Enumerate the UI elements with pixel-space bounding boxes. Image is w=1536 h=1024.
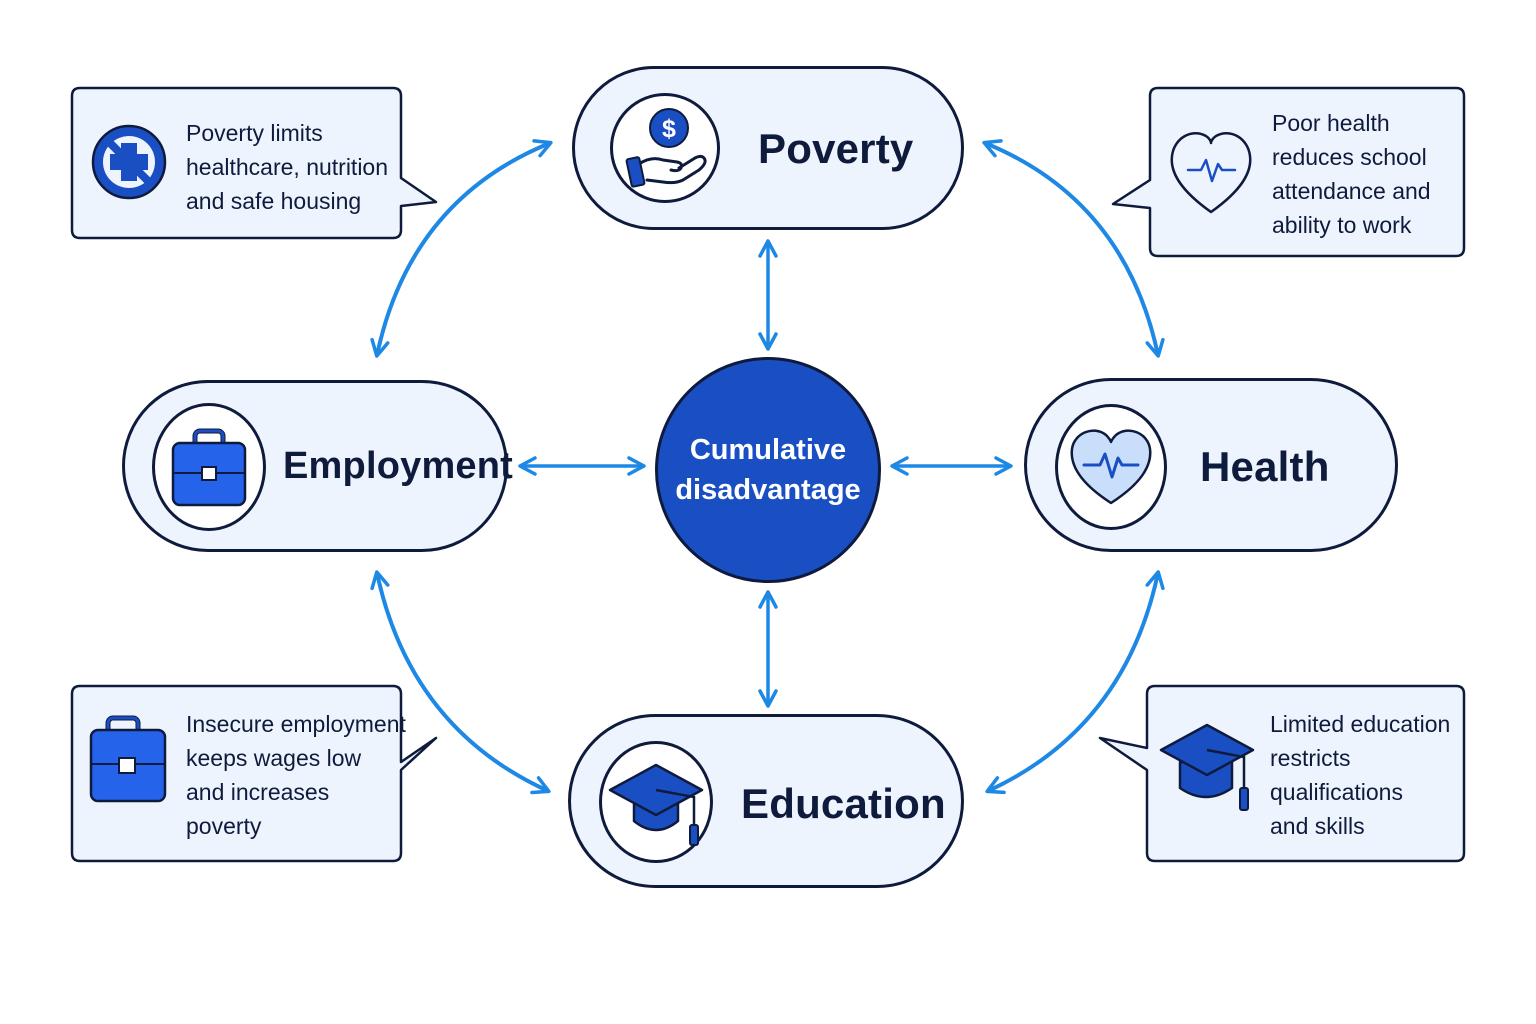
node-health: Health bbox=[1024, 378, 1398, 552]
callout-top-right-text: Poor health reduces school attendance an… bbox=[1272, 106, 1431, 242]
center-node: Cumulative disadvantage bbox=[655, 357, 881, 583]
graduation-cap-icon bbox=[1159, 723, 1255, 811]
node-label-education: Education bbox=[741, 780, 946, 827]
callout-bottom-left-text: Insecure employment keeps wages low and … bbox=[186, 707, 406, 843]
node-label-poverty: Poverty bbox=[758, 125, 914, 172]
callout-top-left-box bbox=[70, 86, 438, 240]
arrow-poverty-health bbox=[982, 139, 1165, 358]
node-label-health: Health bbox=[1200, 443, 1330, 490]
callout-line: healthcare, nutrition bbox=[186, 154, 389, 180]
callout-line: restricts bbox=[1270, 745, 1351, 771]
callout-line: Insecure employment bbox=[186, 711, 406, 737]
center-label-line2: disadvantage bbox=[675, 474, 861, 506]
callout-top-left-text: Poverty limits healthcare, nutrition and… bbox=[186, 116, 388, 218]
callout-line: poverty bbox=[186, 813, 262, 839]
node-education: Education bbox=[568, 714, 964, 888]
callout-line: Poor health bbox=[1272, 110, 1390, 136]
heart-pulse-icon bbox=[1170, 131, 1252, 214]
no-medical-cross-icon bbox=[91, 124, 167, 200]
node-poverty: $ Poverty bbox=[572, 66, 964, 230]
callout-line: attendance and bbox=[1272, 178, 1431, 204]
callout-bottom-right-text: Limited education restricts qualificatio… bbox=[1270, 707, 1450, 843]
callout-bottom-left-box bbox=[70, 684, 438, 863]
callout-bottom-right-box bbox=[1098, 684, 1466, 863]
briefcase-icon bbox=[89, 715, 167, 803]
node-employment: Employment bbox=[122, 380, 513, 552]
center-label-line1: Cumulative bbox=[689, 434, 847, 466]
callout-line: reduces school bbox=[1272, 144, 1427, 170]
callout-line: Limited education bbox=[1270, 711, 1451, 737]
callout-top-right-box bbox=[1111, 86, 1466, 258]
callout-line: and skills bbox=[1270, 813, 1365, 839]
node-label-employment: Employment bbox=[283, 445, 514, 487]
dollar-hand-icon: $ bbox=[610, 93, 720, 203]
callout-line: ability to work bbox=[1272, 212, 1412, 238]
callout-line: and increases bbox=[186, 779, 330, 805]
graduation-cap-icon bbox=[599, 741, 713, 863]
briefcase-icon bbox=[152, 403, 266, 531]
arrow-employment-education bbox=[370, 570, 551, 795]
callout-line: keeps wages low bbox=[186, 745, 362, 771]
callout-line: Poverty limits bbox=[186, 120, 323, 146]
arrow-poverty-employment bbox=[370, 139, 553, 358]
arrow-health-education bbox=[985, 570, 1165, 795]
callout-line: qualifications bbox=[1270, 779, 1403, 805]
callout-line: and safe housing bbox=[186, 188, 362, 214]
heart-pulse-icon bbox=[1055, 404, 1167, 530]
svg-text:$: $ bbox=[662, 115, 676, 143]
